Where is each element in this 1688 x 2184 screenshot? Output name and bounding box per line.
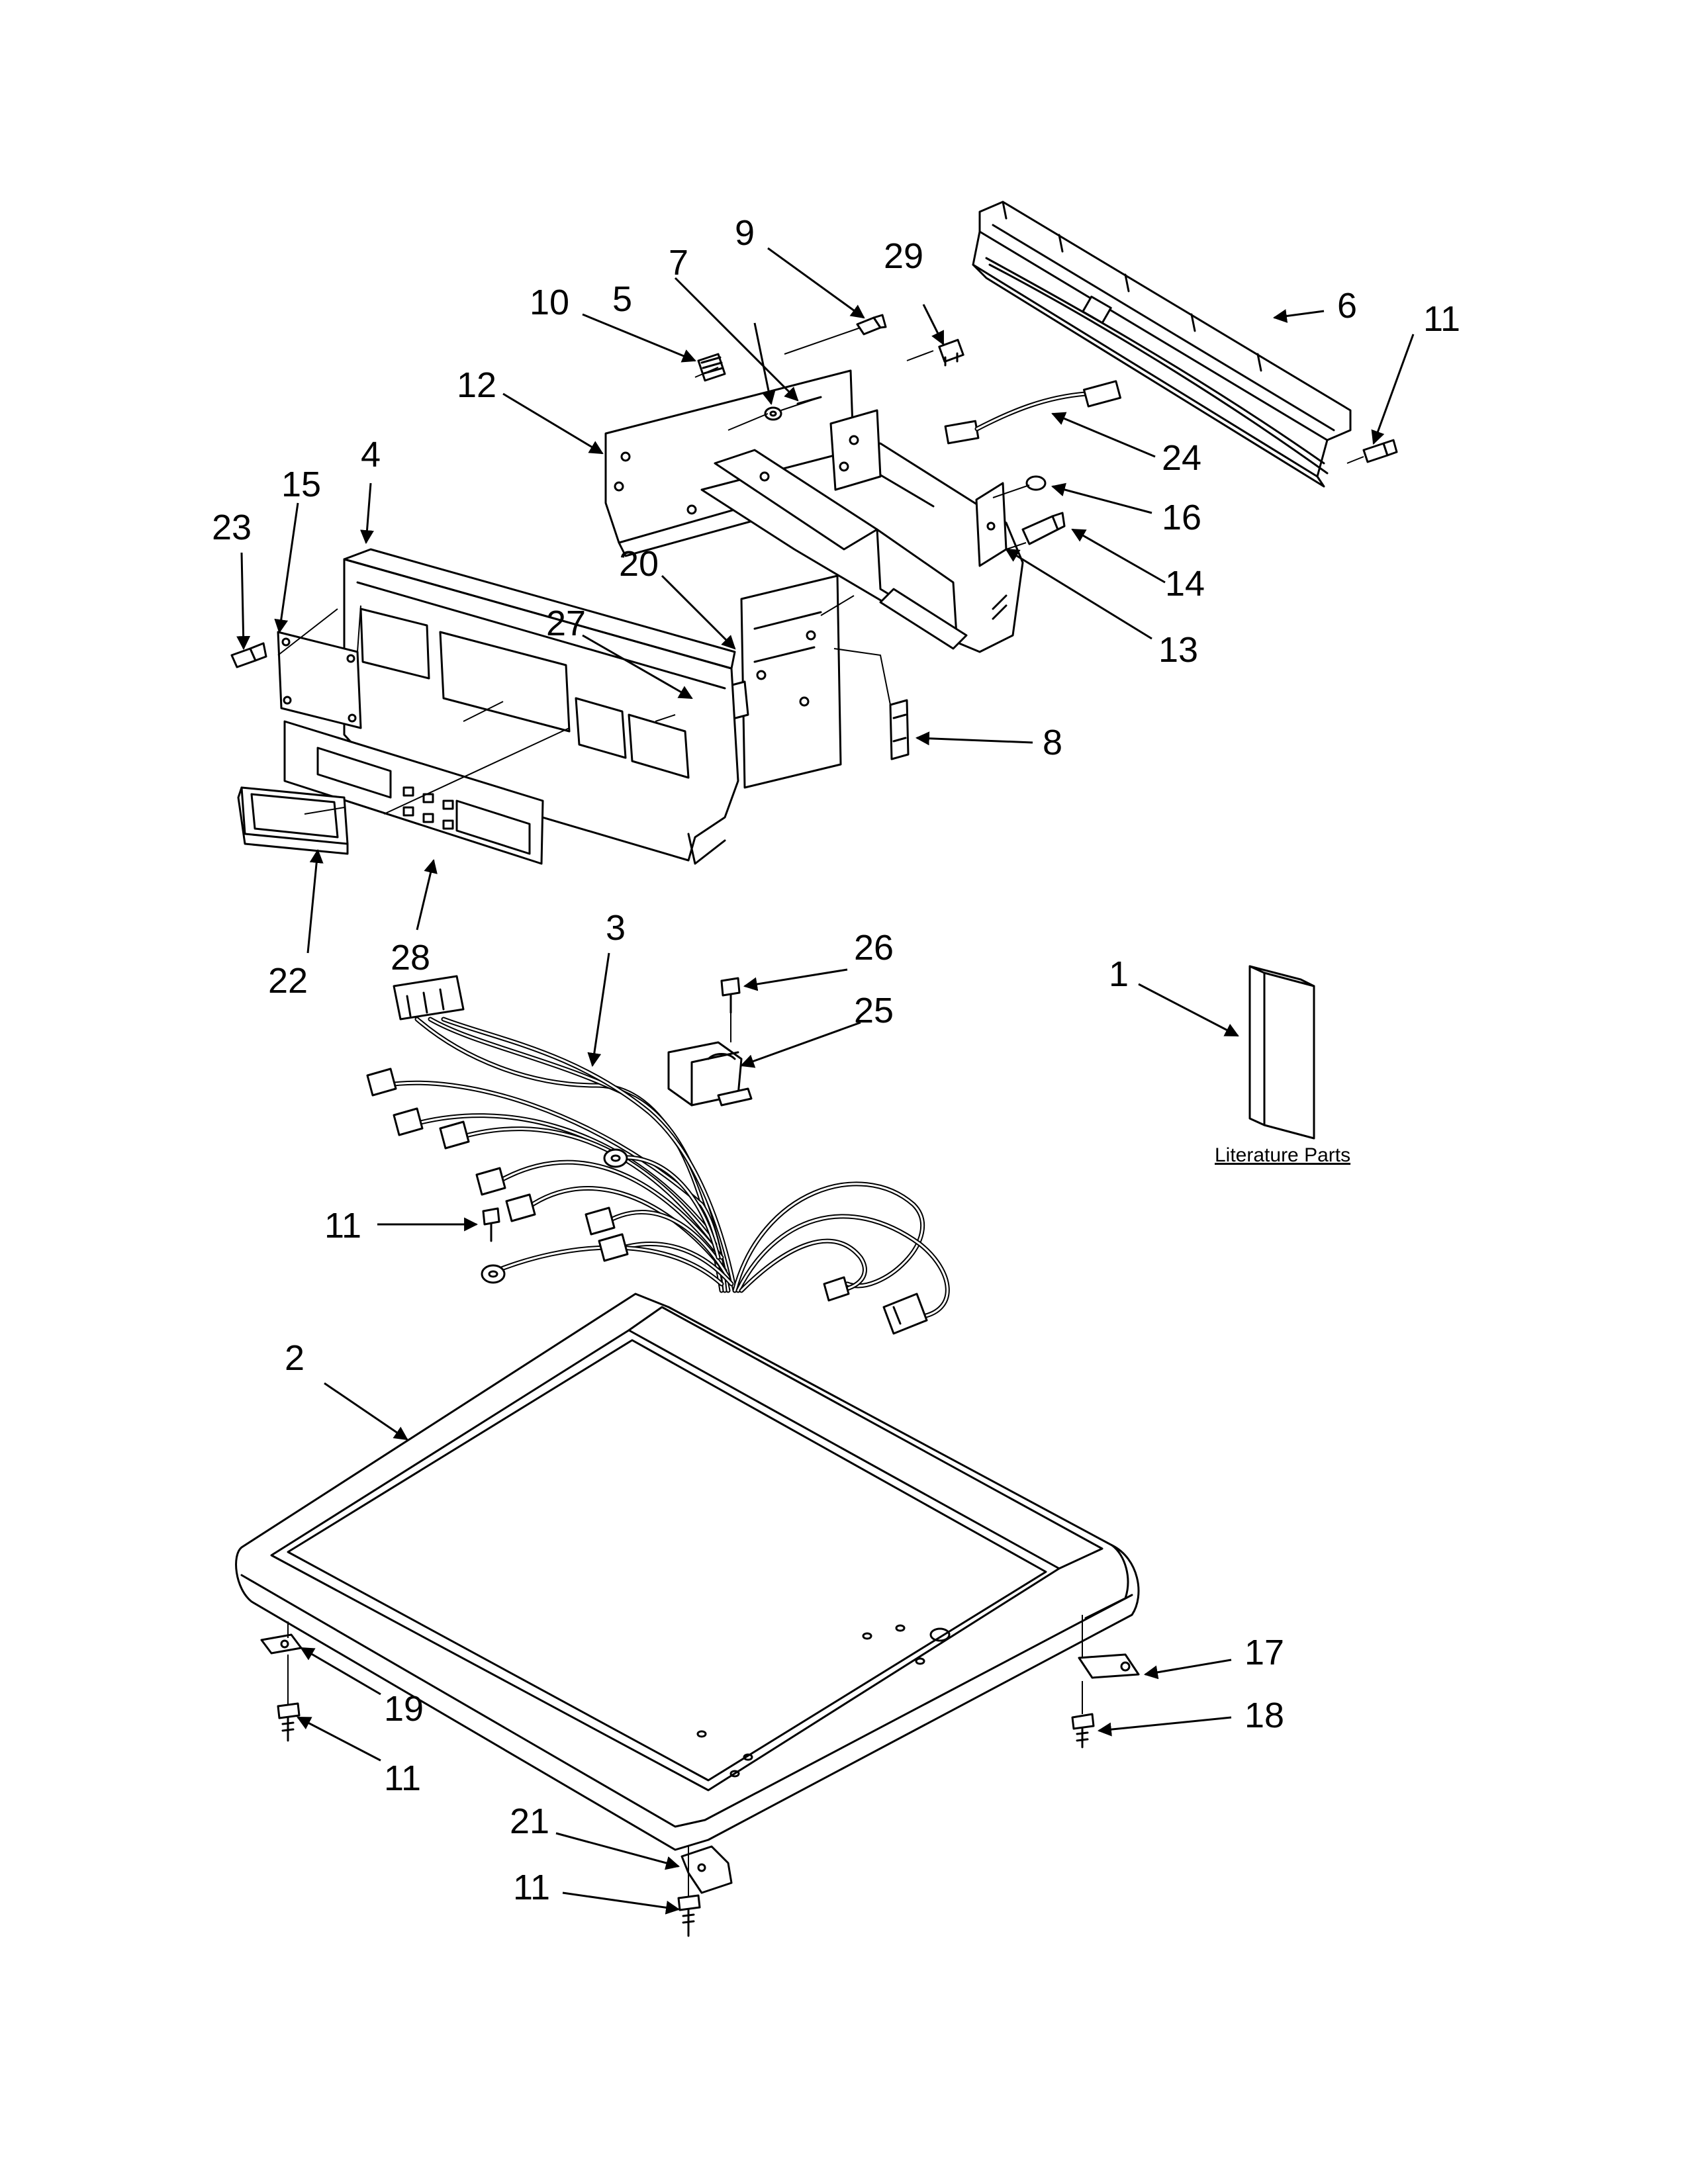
part-1-literature	[1248, 965, 1315, 1140]
callout-20: 20	[619, 544, 659, 584]
callout-24: 24	[1162, 438, 1201, 478]
part-11-screw-c	[277, 1702, 301, 1742]
callout-11b: 11	[324, 1206, 361, 1246]
part-20-control-board	[740, 574, 842, 789]
part-14-spacer	[1021, 512, 1066, 545]
callout-9: 9	[735, 213, 755, 253]
callout-22: 22	[268, 961, 308, 1001]
harness-terminals	[366, 1068, 928, 1335]
callout-8: 8	[1043, 723, 1062, 762]
part-12-control-housing	[604, 369, 1024, 653]
part-9-screw	[856, 314, 887, 336]
callout-11d: 11	[513, 1868, 550, 1907]
part-15-gasket	[277, 631, 362, 729]
part-17-hinge	[1078, 1653, 1140, 1679]
part-21-hinge	[680, 1845, 733, 1894]
callout-4: 4	[361, 435, 381, 475]
callout-27: 27	[546, 604, 586, 643]
callout-13: 13	[1158, 630, 1198, 670]
part-23-screw	[230, 642, 267, 668]
callout-17: 17	[1244, 1633, 1284, 1672]
callout-23: 23	[212, 508, 252, 547]
callout-19: 19	[384, 1689, 424, 1729]
part-8-clip	[889, 699, 910, 760]
callout-6: 6	[1337, 286, 1357, 326]
part-19-hinge	[260, 1633, 303, 1655]
callout-3: 3	[606, 908, 626, 948]
callout-28: 28	[391, 938, 430, 978]
callout-12: 12	[457, 365, 496, 405]
part-16-knob	[1025, 475, 1047, 491]
callout-25: 25	[854, 991, 894, 1030]
callout-14: 14	[1165, 564, 1205, 604]
callout-7: 7	[669, 243, 688, 283]
part-5-washer	[764, 406, 782, 421]
part-11-screw-d	[677, 1894, 701, 1937]
callout-11a: 11	[1423, 299, 1460, 339]
callout-5: 5	[612, 279, 632, 319]
part-24-harness	[944, 380, 1122, 445]
callout-21: 21	[510, 1801, 549, 1841]
assembly-lines	[277, 327, 1364, 1896]
part-26-screw	[720, 977, 741, 1014]
callout-10: 10	[530, 283, 569, 322]
part-25-transformer	[667, 1041, 753, 1107]
callout-1: 1	[1109, 954, 1129, 994]
part-18-screw	[1071, 1713, 1095, 1749]
literature-parts-label: Literature Parts	[1215, 1144, 1350, 1166]
part-11-screw-a	[1362, 439, 1398, 463]
callout-29: 29	[884, 236, 923, 276]
callout-16: 16	[1162, 498, 1201, 537]
part-29-connector	[938, 339, 964, 367]
part-3-wire-harness	[366, 975, 950, 1335]
callout-11c: 11	[384, 1758, 421, 1798]
part-10-knob-spring	[697, 353, 726, 382]
callout-26: 26	[854, 928, 894, 968]
part-6-rear-bracket	[972, 201, 1352, 488]
callout-18: 18	[1244, 1696, 1284, 1735]
part-11-screw-b	[482, 1207, 500, 1242]
part-2-top-panel	[235, 1293, 1140, 1851]
part-22-lens	[237, 786, 349, 855]
callout-leaders	[236, 247, 1415, 1915]
part-7-board-bracket	[796, 396, 882, 491]
part-28-overlay	[283, 720, 544, 865]
callout-numbers: 1 2 3 4 5 6 7 8 9 10 11 12 13 14 15 16 1…	[212, 213, 1460, 1907]
callout-15: 15	[281, 465, 321, 504]
callout-2: 2	[285, 1338, 305, 1378]
